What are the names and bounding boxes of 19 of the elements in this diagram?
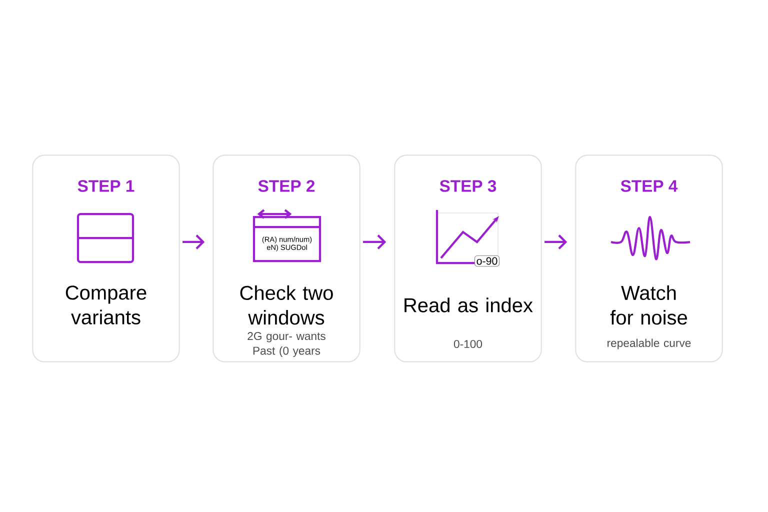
- step-card: [394, 154, 542, 362]
- step-label: STEP 2: [258, 180, 315, 192]
- step-label: STEP 3: [440, 180, 496, 192]
- step-title: Compare variants: [66, 286, 146, 324]
- value-badge: o-90: [474, 255, 500, 267]
- arrow: [182, 234, 205, 250]
- step-card: [575, 154, 723, 362]
- step-label: STEP 4: [620, 180, 678, 192]
- step-note: repealable curve: [608, 338, 691, 350]
- step-note: 2G gour- wants Past (0 years: [248, 332, 326, 357]
- step-card: [212, 154, 360, 362]
- arrow: [544, 234, 568, 250]
- step-card: [32, 154, 180, 362]
- arrow: [363, 234, 386, 250]
- step-note: 0-100: [454, 340, 482, 348]
- step-title: Check two windows: [240, 285, 333, 325]
- step-title: Watch for noise: [610, 285, 687, 325]
- step-label: STEP 1: [78, 180, 134, 192]
- step-title: Read as index: [404, 298, 533, 312]
